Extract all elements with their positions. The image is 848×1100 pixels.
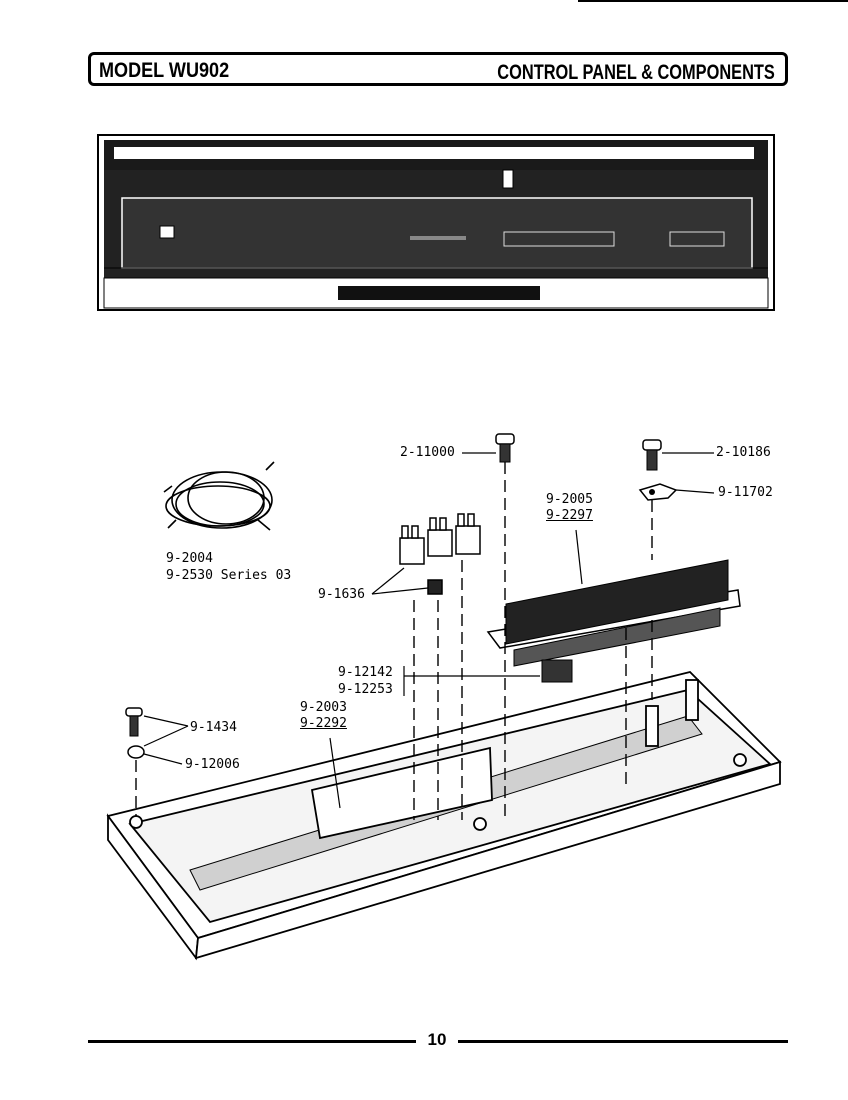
label-connector-b: 9-12253 (338, 682, 393, 697)
leader-lines (143, 452, 715, 809)
label-board-b: 9-2297 (546, 508, 593, 523)
label-connector-a: 9-12142 (338, 665, 393, 680)
label-washer: 9-12006 (185, 757, 240, 772)
bracket-9-11702 (638, 483, 678, 501)
control-panel-housing (106, 671, 782, 961)
label-relay: 9-1636 (318, 587, 365, 602)
screw-9-1434 (125, 707, 145, 759)
screw-2-11000 (495, 433, 515, 463)
screw-2-10186 (642, 439, 662, 471)
wire-harness (163, 461, 275, 531)
label-bracket: 9-11702 (718, 485, 773, 500)
footer-rule-left (88, 1040, 416, 1043)
page-number: 10 (427, 1030, 447, 1049)
label-harness-b: 9-2530 Series 03 (166, 568, 292, 583)
label-switch-a: 9-2003 (300, 700, 347, 715)
title-bar: MODEL WU902 CONTROL PANEL & COMPONENTS (88, 52, 788, 86)
model-title: MODEL WU902 (99, 59, 230, 82)
control-board (486, 559, 741, 683)
label-harness-a: 9-2004 (166, 551, 213, 566)
section-title: CONTROL PANEL & COMPONENTS (497, 61, 775, 84)
relays (399, 513, 481, 595)
footer-rule-right (458, 1040, 788, 1043)
front-panel-view (97, 134, 775, 311)
label-screw-left: 9-1434 (190, 720, 237, 735)
label-switch-b: 9-2292 (300, 716, 347, 731)
label-screw-top: 2-11000 (400, 445, 455, 460)
label-screw-right: 2-10186 (716, 445, 771, 460)
dash-lines (135, 462, 653, 820)
label-board-a: 9-2005 (546, 492, 593, 507)
top-rule (578, 0, 848, 2)
